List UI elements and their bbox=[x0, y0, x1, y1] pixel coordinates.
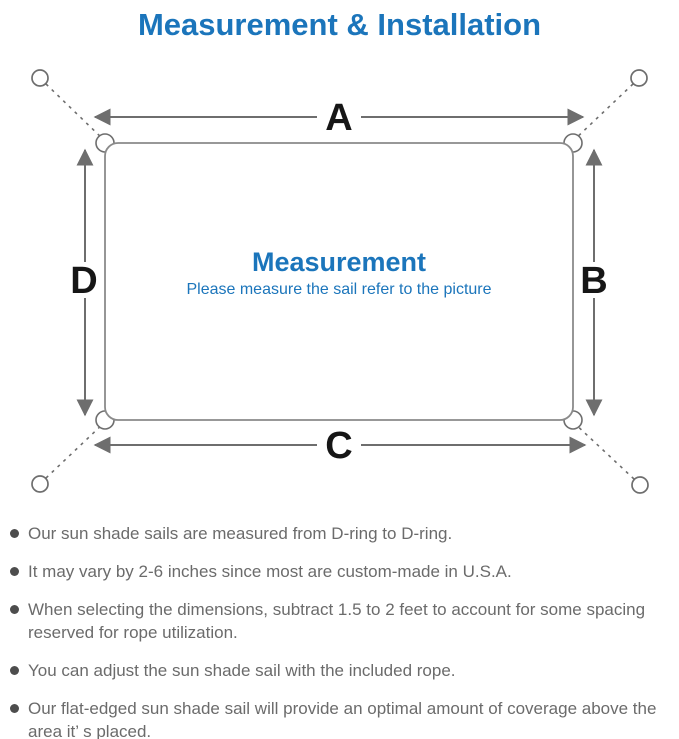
note-text: You can adjust the sun shade sail with t… bbox=[28, 661, 456, 680]
note-text: Our flat-edged sun shade sail will provi… bbox=[28, 699, 657, 739]
dim-label-b: B bbox=[580, 260, 607, 302]
sail-measurement-diagram: A B C D Measurement Please measure the s… bbox=[31, 69, 649, 494]
corner-rope-lines bbox=[45, 83, 635, 480]
anchor-ring-icons bbox=[31, 69, 649, 494]
diagram-center-subtitle: Please measure the sail refer to the pic… bbox=[186, 281, 491, 298]
note-text: Our sun shade sails are measured from D-… bbox=[28, 524, 453, 543]
bullet-icon bbox=[10, 704, 19, 713]
dim-label-c: C bbox=[325, 425, 352, 467]
note-text: When selecting the dimensions, subtract … bbox=[28, 600, 646, 642]
bullet-icon bbox=[10, 529, 19, 538]
note-item: Our flat-edged sun shade sail will provi… bbox=[10, 697, 665, 739]
measurement-arrows bbox=[76, 108, 603, 454]
note-item: It may vary by 2-6 inches since most are… bbox=[10, 560, 665, 583]
sail-rectangle bbox=[104, 142, 574, 421]
diagram-center-title: Measurement bbox=[252, 247, 426, 277]
note-item: You can adjust the sun shade sail with t… bbox=[10, 659, 665, 682]
note-item: When selecting the dimensions, subtract … bbox=[10, 598, 665, 644]
notes-list: Our sun shade sails are measured from D-… bbox=[0, 522, 679, 739]
bullet-icon bbox=[10, 666, 19, 675]
dim-label-a: A bbox=[325, 97, 352, 139]
bullet-icon bbox=[10, 567, 19, 576]
note-item: Our sun shade sails are measured from D-… bbox=[10, 522, 665, 545]
page-title: Measurement & Installation bbox=[137, 7, 542, 42]
note-text: It may vary by 2-6 inches since most are… bbox=[28, 562, 512, 581]
dim-label-d: D bbox=[70, 260, 97, 302]
bullet-icon bbox=[10, 605, 19, 614]
